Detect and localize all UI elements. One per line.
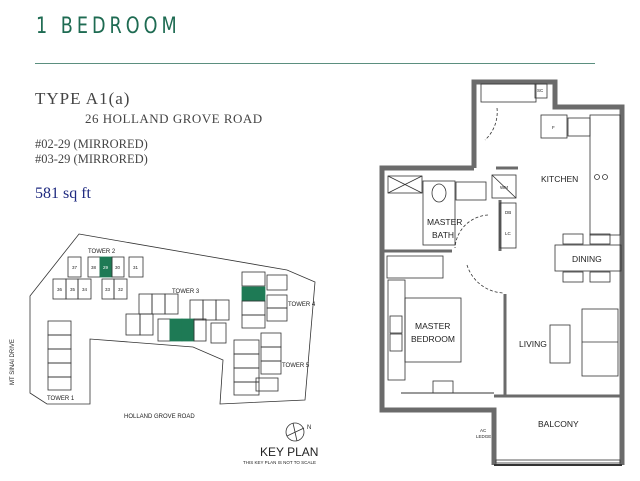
balcony-label: BALCONY [538,419,579,429]
sc-label: SC [537,88,544,93]
fridge-label: F [552,125,555,130]
ac-ledge-label: LEDGE [476,434,491,439]
tower-1-units [47,320,72,391]
site-outline [29,233,316,405]
unit-label: 35 [70,287,76,292]
kitchen-label: KITCHEN [541,174,578,184]
key-plan [29,233,316,442]
master-bath-label: BATH [432,230,454,240]
north-label: N [307,425,311,431]
living-label: LIVING [519,339,547,349]
key-plan-labels: TOWER 2 TOWER 3 TOWER 4 TOWER 5 TOWER 1 … [10,249,318,465]
floor-plan: KITCHEN MASTER BATH DINING MASTER BEDROO… [379,79,625,466]
master-bedroom-label: BEDROOM [411,334,455,344]
master-bath-label: MASTER [427,217,462,227]
page-title: 1 BEDROOM [36,14,181,39]
tower-3-units [125,293,230,344]
tower-4-units [241,271,288,329]
key-plan-note: THIS KEY PLAN IS NOT TO SCALE [243,460,316,465]
address: 26 HOLLAND GROVE ROAD [85,111,263,126]
side-road-label: MT SINAI DRIVE [10,339,16,385]
tower-5-label: TOWER 5 [282,363,310,369]
unit-number: #03-29 (MIRRORED) [35,152,148,166]
tower-2-units [52,256,144,300]
room-labels: KITCHEN MASTER BATH DINING MASTER BEDROO… [411,88,602,439]
wm-label: WM [500,185,508,190]
unit-area: 581 sq ft [35,185,91,202]
unit-label: 33 [105,287,111,292]
tower-2-label: TOWER 2 [88,249,116,255]
unit-label: 38 [91,265,97,270]
divider [35,63,595,64]
tower-4-label: TOWER 4 [288,302,316,308]
unit-number: #02-29 (MIRRORED) [35,137,148,151]
unit-label: 34 [82,287,88,292]
unit-label: 36 [57,287,63,292]
db-label: DB [505,210,511,215]
lc-label: LC [505,231,512,236]
tower-1-label: TOWER 1 [47,396,75,402]
unit-label: 37 [72,265,78,270]
fixtures [386,83,622,464]
walls [379,79,625,466]
unit-label-highlighted: 29 [103,265,109,270]
tower-3-label: TOWER 3 [172,289,200,295]
key-plan-title: KEY PLAN [260,445,318,459]
compass-icon [285,422,305,442]
road-label: HOLLAND GROVE ROAD [124,414,195,420]
dining-label: DINING [572,254,602,264]
unit-label: 32 [118,287,124,292]
master-bedroom-label: MASTER [415,321,450,331]
unit-label: 30 [115,265,121,270]
unit-label: 31 [133,265,139,270]
unit-type: TYPE A1(a) [35,89,131,108]
ac-ledge-label: AC [480,428,487,433]
tower-5-units [233,332,282,396]
